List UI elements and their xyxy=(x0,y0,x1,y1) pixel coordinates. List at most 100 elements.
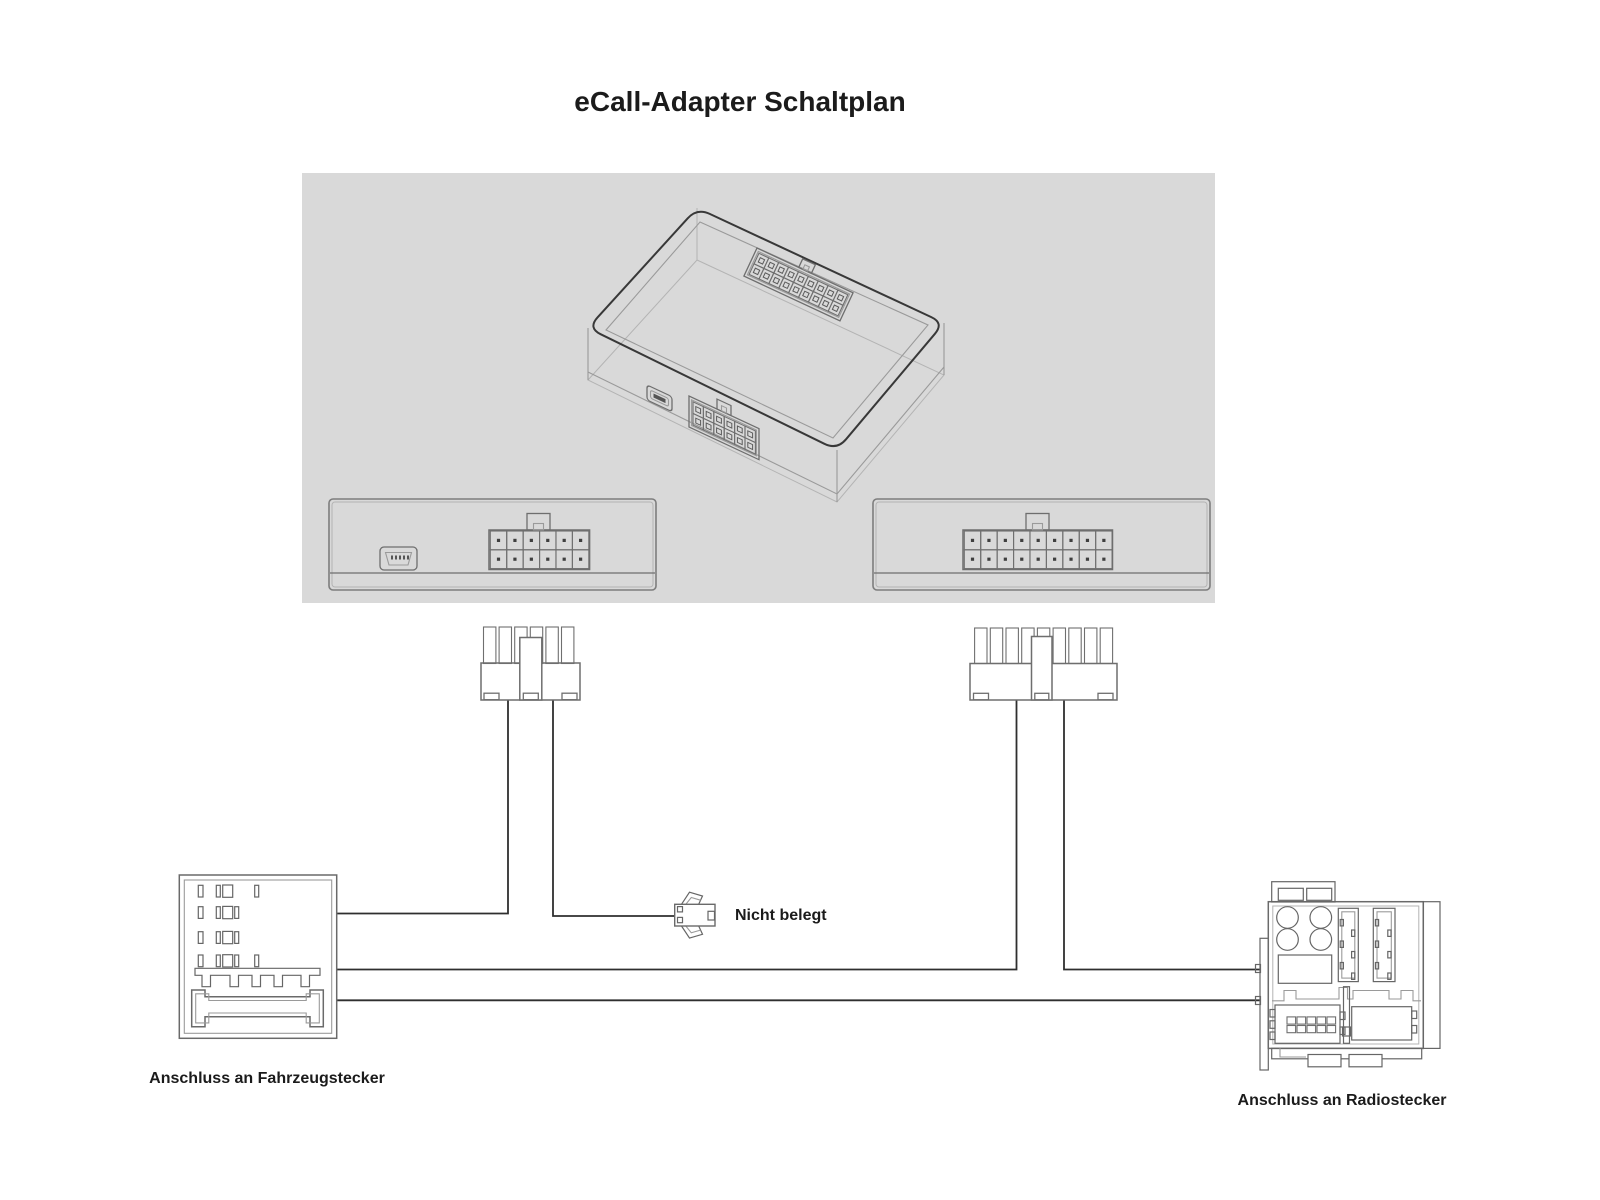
plug-foot xyxy=(483,692,500,701)
pin-cell xyxy=(1083,627,1098,665)
wire-plug12-to-notused xyxy=(552,700,675,917)
left-frame xyxy=(1259,937,1269,1071)
slot-notch xyxy=(1339,940,1344,949)
pin-slot xyxy=(254,884,260,898)
pin-cell xyxy=(571,549,590,570)
pin-dot xyxy=(562,557,566,561)
pin-dot xyxy=(987,538,991,542)
pin-grid-18 xyxy=(963,530,1113,570)
pin-dot xyxy=(1102,538,1106,542)
usb-pin xyxy=(391,555,393,560)
clip-top-fold xyxy=(685,896,701,905)
plug-18pin xyxy=(969,627,1118,701)
mini-usb-icon xyxy=(379,546,418,571)
pin-dot xyxy=(546,557,550,561)
pin-dot xyxy=(1069,557,1073,561)
pin-cell xyxy=(1296,1016,1307,1025)
block-notch xyxy=(1411,1010,1418,1020)
block-notch xyxy=(1269,1020,1276,1029)
slot-column xyxy=(1372,907,1396,983)
block-notch xyxy=(1339,1026,1346,1036)
pin-dot xyxy=(529,557,533,561)
pin-cell xyxy=(1068,627,1082,665)
mini-usb-icon xyxy=(646,385,673,412)
round-pin-port xyxy=(1276,906,1299,929)
pin-cell xyxy=(1296,1024,1307,1034)
panel-outline xyxy=(328,498,657,591)
pin-hole xyxy=(757,257,766,265)
connector-18pin-front xyxy=(962,512,1114,571)
wire-vehicle-to-plug18 xyxy=(336,700,1018,971)
pin-dot xyxy=(546,538,550,542)
usb-pin xyxy=(407,555,409,560)
pin-hole xyxy=(767,261,776,270)
pin-cell xyxy=(1099,627,1114,665)
pin-hole xyxy=(752,267,761,276)
pin-hole xyxy=(705,410,712,420)
plug-foot xyxy=(561,692,578,701)
pin-cell xyxy=(1005,627,1019,665)
pin-hole xyxy=(726,420,733,429)
pin-hole xyxy=(821,299,830,308)
separator-band xyxy=(1272,986,1421,1002)
round-pin-port xyxy=(1276,928,1299,951)
pin-hole xyxy=(826,289,835,297)
pin-hole xyxy=(831,304,840,313)
not-used-label: Nicht belegt xyxy=(735,907,827,924)
bottom-plate xyxy=(1271,1047,1423,1060)
mini-usb-opening xyxy=(384,551,413,566)
pin-dot xyxy=(579,557,583,561)
pin-slot xyxy=(197,931,204,945)
pin-dot xyxy=(1036,538,1040,542)
latch-tab xyxy=(1025,512,1050,531)
wire-plug18-to-radio xyxy=(1063,700,1261,971)
usb-pin xyxy=(399,555,401,560)
slot-notch xyxy=(1339,961,1344,970)
slot-notch xyxy=(1387,950,1392,959)
wire-entry-notch xyxy=(1254,963,1262,974)
pin-hole xyxy=(695,405,702,415)
pin-hole xyxy=(777,266,786,274)
adapter-front-pin-grid xyxy=(692,401,756,455)
pin-dot xyxy=(513,538,517,542)
wire-vehicle-to-plug12 xyxy=(336,700,509,915)
pin-dot xyxy=(1020,557,1024,561)
pin-hole xyxy=(762,272,771,280)
pin-hole xyxy=(736,436,743,446)
wires xyxy=(336,700,1261,1002)
top-tab-slot xyxy=(1277,887,1304,901)
pin-hole xyxy=(695,417,702,426)
latch-tab xyxy=(526,512,551,531)
slot-notch xyxy=(1350,929,1356,938)
pin-dot xyxy=(513,557,517,561)
bottom-tab xyxy=(1307,1053,1342,1068)
box-lid-seam xyxy=(587,366,945,495)
slot-notch xyxy=(1350,972,1356,981)
vehicle-connector-label: Anschluss an Fahrzeugstecker xyxy=(149,1070,385,1087)
pin-cell xyxy=(744,436,756,455)
radio-connector-label: Anschluss an Radiostecker xyxy=(1237,1092,1447,1109)
pin-dot xyxy=(1085,557,1090,561)
wire-entry-notch xyxy=(1254,995,1262,1006)
slot-notch xyxy=(1350,950,1356,959)
slot-column-inner xyxy=(1376,911,1392,979)
pin-slot-square xyxy=(222,930,234,945)
pin-cell xyxy=(1326,1016,1337,1025)
housing-outline xyxy=(178,874,338,1040)
mini-usb-port xyxy=(379,546,418,571)
key-slot-outer xyxy=(190,989,325,1028)
block-notch xyxy=(1269,1008,1276,1018)
pin-slot xyxy=(197,954,204,968)
comb-rail xyxy=(194,967,321,988)
pin-cell xyxy=(498,626,513,665)
pin-dot xyxy=(1020,538,1024,542)
pin-slot-square xyxy=(222,905,234,920)
round-pin-port xyxy=(1309,906,1333,929)
pin-hole xyxy=(736,425,743,434)
round-pin-port xyxy=(1309,928,1333,951)
pin-cell xyxy=(974,627,988,665)
pin-hole xyxy=(792,285,800,294)
stub-latch xyxy=(707,910,716,921)
